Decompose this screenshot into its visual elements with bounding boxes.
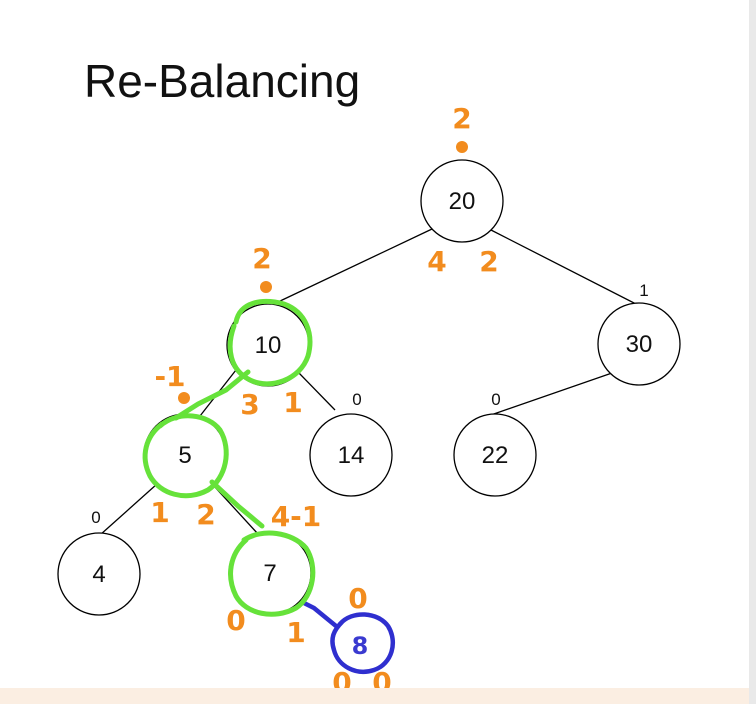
- node-22-label: 22: [482, 442, 509, 469]
- node-22: 22: [453, 413, 537, 497]
- node-30: 30: [597, 302, 681, 386]
- annotation-5-mark: [178, 392, 190, 404]
- highlight-node-7: [228, 530, 316, 617]
- node-20-label: 20: [449, 188, 476, 215]
- edge-30-22: [487, 372, 613, 417]
- annotation-7-right: 1: [286, 616, 305, 649]
- node-14: 14: [309, 413, 393, 497]
- slide-title: Re-Balancing: [84, 55, 361, 107]
- annotation-10-mark: [260, 281, 272, 293]
- node-4-label: 4: [92, 561, 105, 588]
- node-10-label: 10: [255, 332, 282, 359]
- node-4: 4: [57, 532, 141, 616]
- node-5-label: 5: [178, 442, 191, 469]
- annotation-5-right: 2: [196, 498, 215, 531]
- annotation-5-left: 1: [150, 496, 169, 529]
- node-30-label: 30: [626, 331, 653, 358]
- node-14-label: 14: [338, 442, 365, 469]
- height-label-30: 1: [639, 281, 648, 300]
- inserted-node-circle: [330, 612, 395, 674]
- annotation-7-left: 0: [226, 604, 245, 637]
- annotation-10-left: 3: [240, 388, 259, 421]
- annotation-20-mark: [456, 141, 468, 153]
- highlight-path-5-7: [209, 479, 265, 529]
- edge-20-10: [277, 228, 433, 303]
- highlight-path-10-5: [173, 369, 251, 421]
- bottom-strip: [0, 688, 756, 704]
- height-label-14: 0: [352, 390, 361, 409]
- highlight-node-10: [227, 299, 313, 387]
- node-7-label: 7: [263, 560, 276, 587]
- annotation-20-right: 2: [479, 245, 498, 278]
- highlight-node-5: [142, 413, 229, 499]
- annotation-10-height: 2: [252, 242, 271, 275]
- annotation-20-height: 2: [452, 102, 471, 135]
- edge-5-4: [99, 483, 158, 536]
- edge-10-14: [297, 371, 336, 411]
- height-label-22: 0: [491, 390, 500, 409]
- annotation-5-height: -1: [154, 360, 185, 393]
- annotation-new-height: 0: [348, 582, 367, 615]
- node-20: 20: [420, 159, 504, 243]
- edge-20-30: [490, 229, 637, 305]
- annotation-7-height: 4-1: [271, 500, 322, 533]
- annotation-10-right: 1: [283, 386, 302, 419]
- right-edge-bar: [749, 0, 756, 704]
- inserted-node-label: 8: [352, 632, 369, 660]
- height-label-4: 0: [91, 508, 100, 527]
- annotation-20-left: 4: [427, 245, 446, 278]
